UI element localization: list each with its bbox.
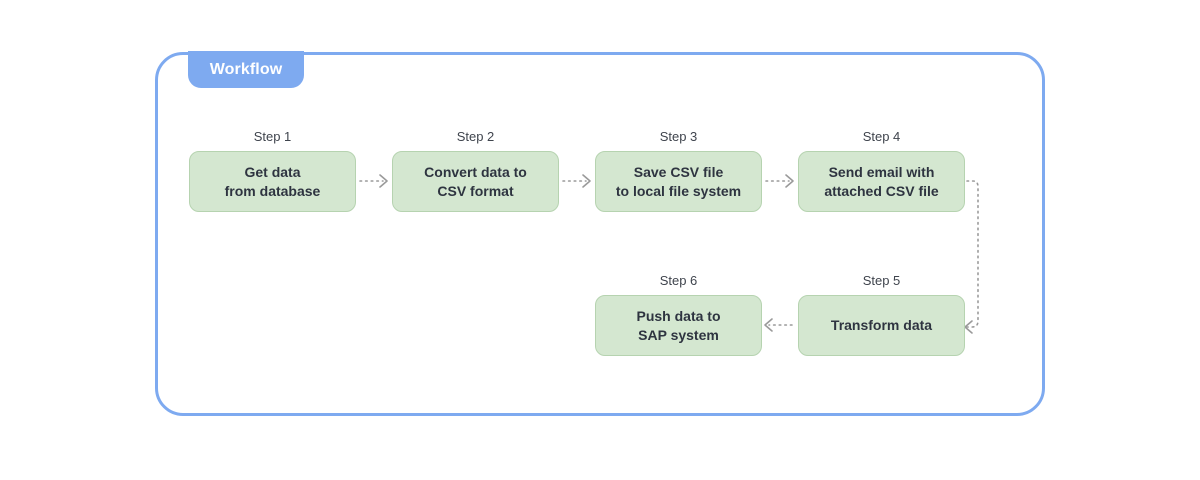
step-box-6[interactable]: Push data to SAP system	[595, 295, 762, 356]
step-label-4: Step 4	[862, 129, 901, 144]
step-text-5: Transform data	[830, 317, 933, 334]
step-box-3[interactable]: Save CSV file to local file system	[595, 151, 762, 212]
step-label-6: Step 6	[659, 273, 698, 288]
step-text-3: Save CSV file to local file system	[615, 163, 742, 199]
workflow-panel	[155, 52, 1045, 416]
step-label-3: Step 3	[659, 129, 698, 144]
step-box-2[interactable]: Convert data to CSV format	[392, 151, 559, 212]
step-text-2: Convert data to CSV format	[424, 163, 527, 199]
workflow-title-text: Workflow	[209, 60, 283, 78]
step-text-6: Push data to SAP system	[636, 307, 721, 343]
step-box-1[interactable]: Get data from database	[189, 151, 356, 212]
step-label-1: Step 1	[253, 129, 292, 144]
step-box-4[interactable]: Send email with attached CSV file	[798, 151, 965, 212]
step-label-2: Step 2	[456, 129, 495, 144]
step-text-4: Send email with attached CSV file	[824, 163, 939, 199]
step-box-5[interactable]: Transform data	[798, 295, 965, 356]
step-text-1: Get data from database	[224, 163, 321, 199]
step-label-5: Step 5	[862, 273, 901, 288]
workflow-title-badge: Workflow	[188, 51, 304, 88]
